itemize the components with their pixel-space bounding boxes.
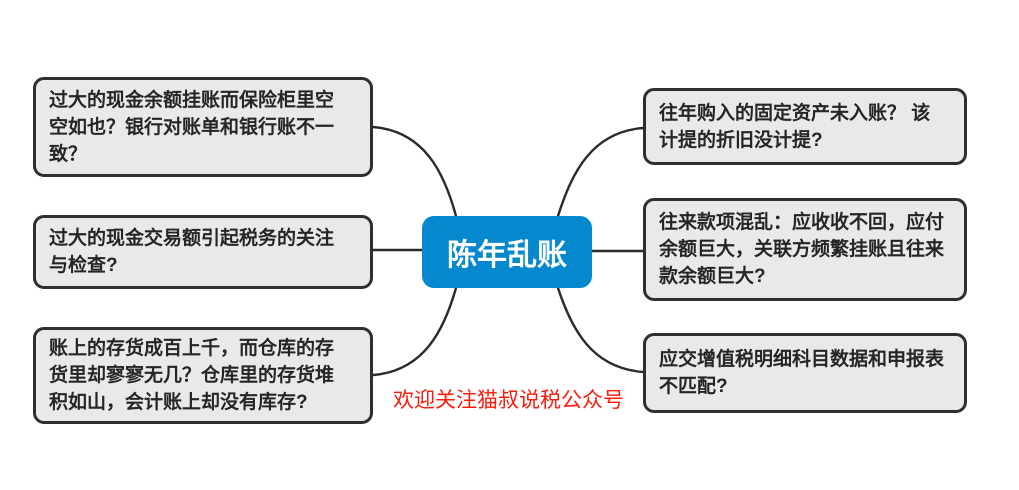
branch-node-fixed-assets[interactable]: 往年购入的固定资产未入账？ 该 计提的折旧没计提? <box>643 88 967 165</box>
branch-node-label: 往年购入的固定资产未入账？ 该 计提的折旧没计提? <box>659 102 931 151</box>
central-topic-node[interactable]: 陈年乱账 <box>422 216 592 288</box>
branch-node-inventory[interactable]: 账上的存货成百上千，而仓库的存 货里却寥寥无几？仓库里的存货堆 积如山，会计账上… <box>33 327 373 424</box>
watermark-text: 欢迎关注猫叔说税公众号 <box>393 389 624 412</box>
branch-node-label: 往来款项混乱：应收收不回，应付 余额巨大，关联方频繁挂账且往来 款余额巨大? <box>659 212 945 287</box>
branch-node-label: 过大的现金交易额引起税务的关注 与检查? <box>49 228 335 276</box>
branch-node-cash-transactions[interactable]: 过大的现金交易额引起税务的关注 与检查? <box>33 215 373 289</box>
branch-node-label: 账上的存货成百上千，而仓库的存 货里却寥寥无几？仓库里的存货堆 积如山，会计账上… <box>49 338 335 413</box>
connector-line-right-top <box>556 126 645 218</box>
connector-line-left-top <box>371 125 458 218</box>
connector-line-left-bottom <box>371 286 458 377</box>
central-topic-label: 陈年乱账 <box>447 239 567 272</box>
branch-node-label: 应交增值税明细科目数据和申报表 不匹配? <box>659 349 945 397</box>
branch-node-cash-balance[interactable]: 过大的现金余额挂账而保险柜里空 空如也？银行对账单和银行账不一 致？ <box>33 77 373 177</box>
branch-node-label: 过大的现金余额挂账而保险柜里空 空如也？银行对账单和银行账不一 致？ <box>49 89 335 165</box>
branch-node-vat-mismatch[interactable]: 应交增值税明细科目数据和申报表 不匹配? <box>643 333 967 413</box>
connector-line-right-bottom <box>556 286 645 374</box>
branch-node-receivables-payables[interactable]: 往来款项混乱：应收收不回，应付 余额巨大，关联方频繁挂账且往来 款余额巨大? <box>643 198 967 301</box>
